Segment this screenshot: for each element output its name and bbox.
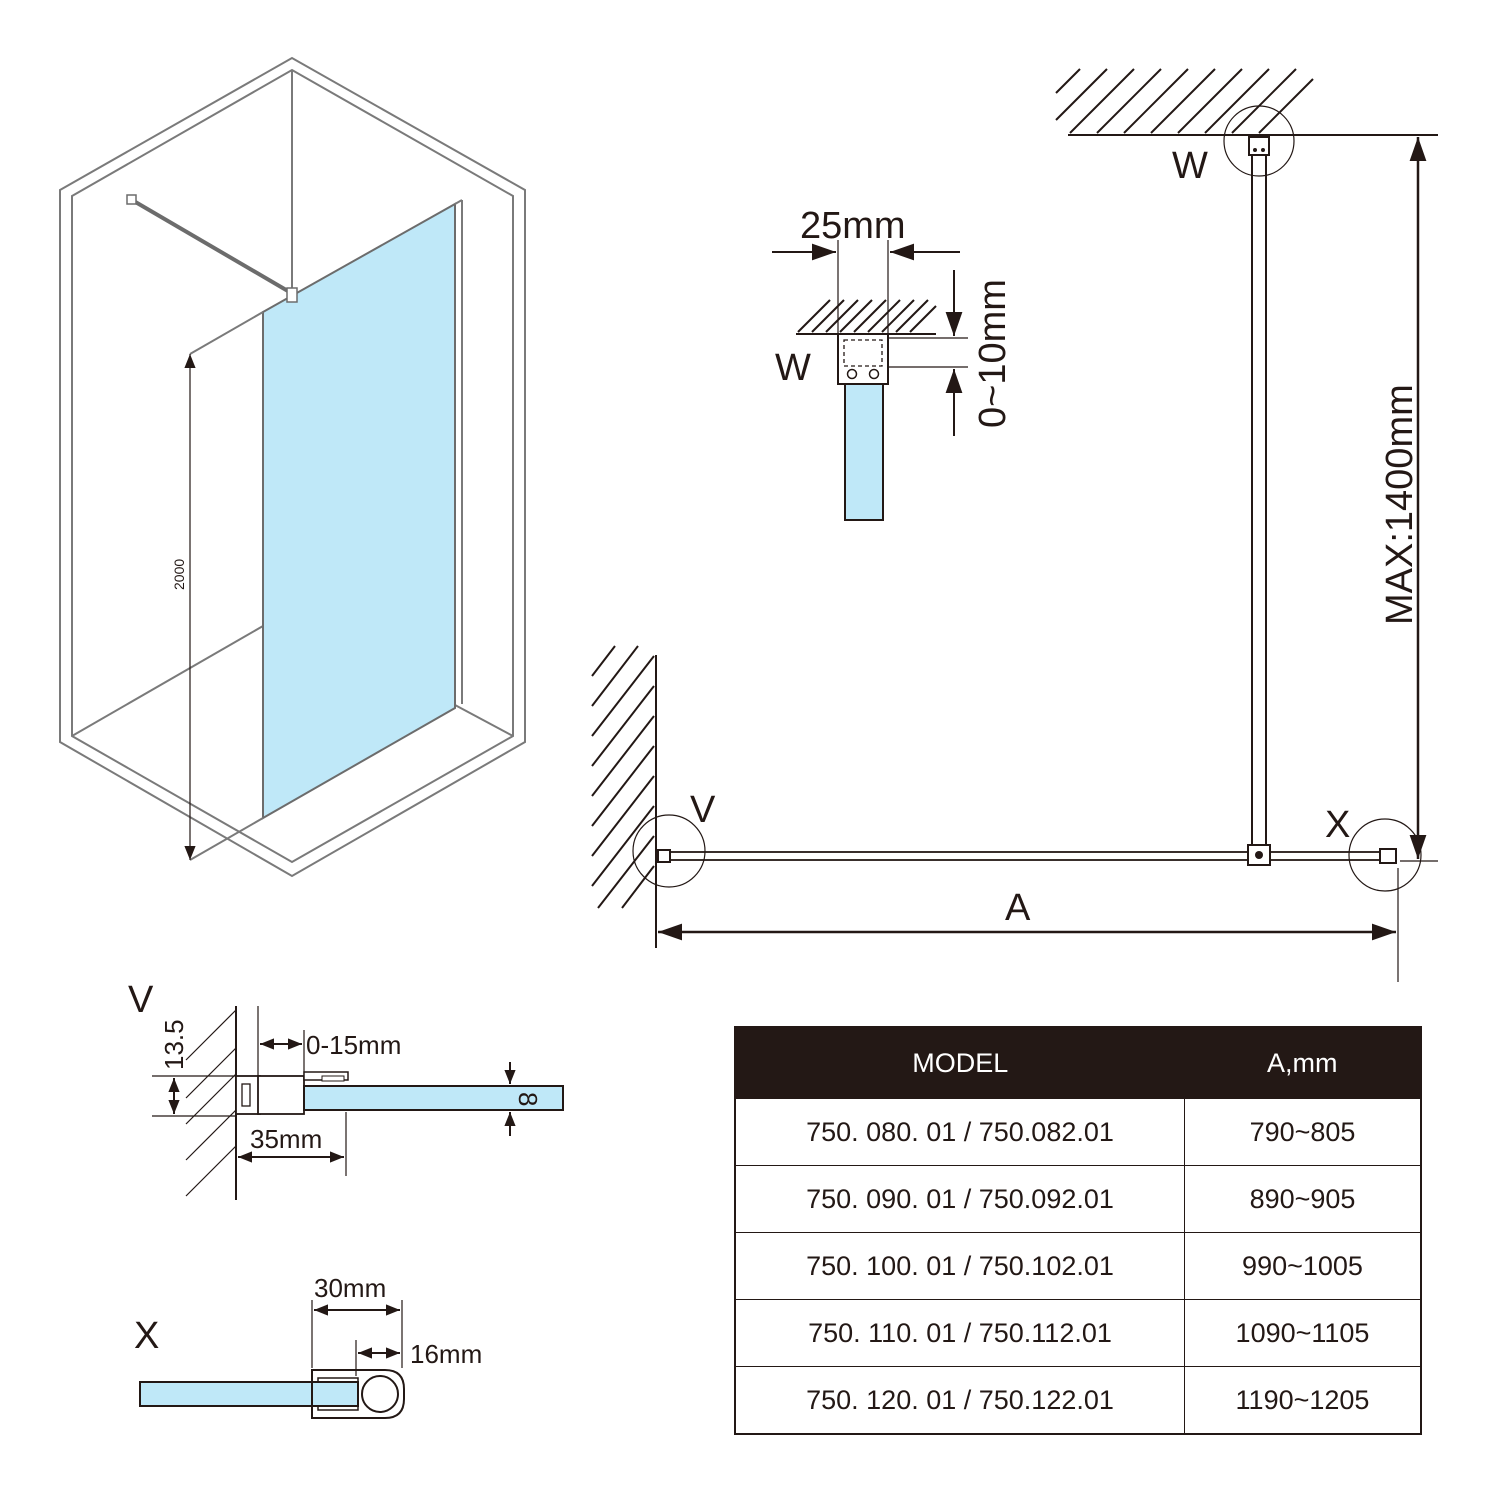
table-header-a: A,mm [1184,1027,1421,1099]
table-cell-model: 750. 120. 01 / 750.122.01 [734,1366,1185,1435]
table-cell-a: 790~805 [1184,1098,1422,1166]
plan-view: W V X MAX:1400mm A [591,68,1438,982]
ceiling-detail: 25mm 0~10mm W [772,205,1014,521]
plan-label-w: W [1172,145,1208,187]
table-cell-model: 750. 090. 01 / 750.092.01 [734,1165,1185,1233]
plan-support-bar [1251,154,1267,850]
detail-x-label: X [134,1315,159,1357]
ceiling-bar [844,383,884,521]
table-row: 750. 080. 01 / 750.082.01 790~805 [734,1098,1422,1166]
plan-label-v: V [690,789,716,831]
plan-wall-hatch [591,645,655,909]
detail-v-glass [303,1085,564,1111]
plan-height-label: MAX:1400mm [1379,384,1421,625]
detail-v-dim-8: 8 [513,1092,543,1106]
detail-x: X 30mm 16mm [134,1273,482,1419]
plan-label-a: A [1005,887,1031,929]
table-row: 750. 090. 01 / 750.092.01 890~905 [734,1165,1422,1233]
detail-v-dim-35: 35mm [250,1124,322,1154]
table-cell-model: 750. 110. 01 / 750.112.01 [734,1299,1185,1367]
isometric-support-bar [130,198,295,296]
plan-label-x: X [1325,804,1350,846]
ceiling-detail-label: W [775,347,811,389]
plan-ceiling-hatch [1055,68,1314,134]
detail-v-wall-hatch [185,1009,237,1197]
detail-circle-v [632,814,706,888]
ceiling-hatch [797,299,937,333]
ceiling-width-label: 25mm [800,205,906,247]
isometric-view: 2000 [59,56,526,878]
table-cell-model: 750. 080. 01 / 750.082.01 [734,1098,1185,1166]
table-row: 750. 110. 01 / 750.112.01 1090~1105 [734,1299,1422,1367]
isometric-height-label: 2000 [171,559,187,590]
model-table: MODEL A,mm 750. 080. 01 / 750.082.01 790… [734,1026,1422,1435]
detail-v-dim-0-15: 0-15mm [306,1030,401,1060]
table-cell-a: 890~905 [1184,1165,1422,1233]
detail-v: V 13.5 0-15mm 35mm [128,979,564,1200]
table-header-row: MODEL A,mm [735,1027,1421,1099]
table-row: 750. 120. 01 / 750.122.01 1190~1205 [734,1366,1422,1435]
table-cell-a: 1090~1105 [1184,1299,1422,1367]
isometric-glass-panel [262,202,456,820]
detail-x-dim-16: 16mm [410,1339,482,1369]
detail-x-dim-30: 30mm [314,1273,386,1303]
ceiling-gap-label: 0~10mm [972,279,1014,428]
table-cell-model: 750. 100. 01 / 750.102.01 [734,1232,1185,1300]
detail-v-label: V [128,979,154,1021]
table-header-model: MODEL [735,1027,1185,1099]
detail-circle-w [1223,105,1295,177]
table-row: 750. 100. 01 / 750.102.01 990~1005 [734,1232,1422,1300]
plan-glass-line [663,851,1389,861]
table-cell-a: 1190~1205 [1184,1366,1422,1435]
table-cell-a: 990~1005 [1184,1232,1422,1300]
detail-v-dim-13-5: 13.5 [159,1019,189,1070]
